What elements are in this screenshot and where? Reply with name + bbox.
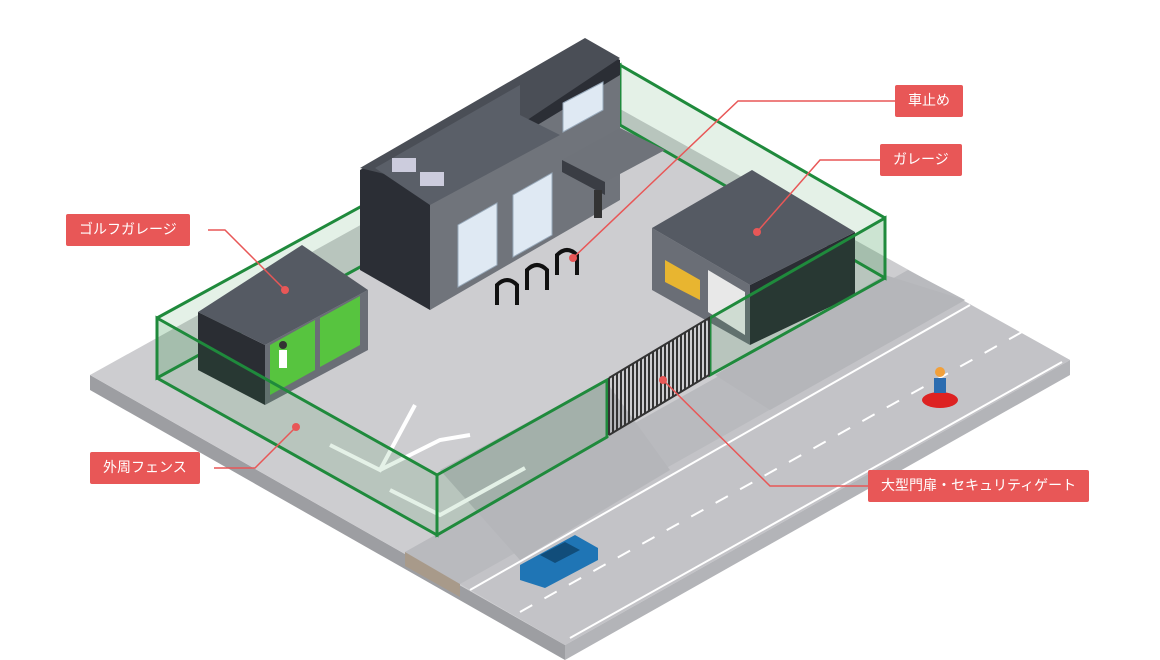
label-garage: ガレージ (880, 144, 962, 176)
ac-unit-icon (392, 158, 416, 172)
leader-lines (208, 100, 895, 487)
golf-garage (198, 245, 368, 405)
parking-lines (329, 404, 526, 518)
golfer-icon (279, 341, 287, 349)
ac-unit-icon (420, 172, 444, 186)
garage (652, 170, 855, 345)
blue-car-icon (520, 535, 598, 588)
security-gate (608, 316, 710, 436)
label-wheel-stop: 車止め (895, 85, 963, 117)
main-building (360, 38, 665, 310)
label-security-gate: 大型門扉・セキュリティゲート (868, 470, 1090, 502)
label-perimeter-fence: 外周フェンス (90, 452, 200, 484)
label-golf-garage: ゴルフガレージ (66, 214, 190, 246)
scooter-rider-icon (922, 367, 958, 408)
car-icon (665, 260, 700, 300)
marker-dots (281, 228, 761, 431)
